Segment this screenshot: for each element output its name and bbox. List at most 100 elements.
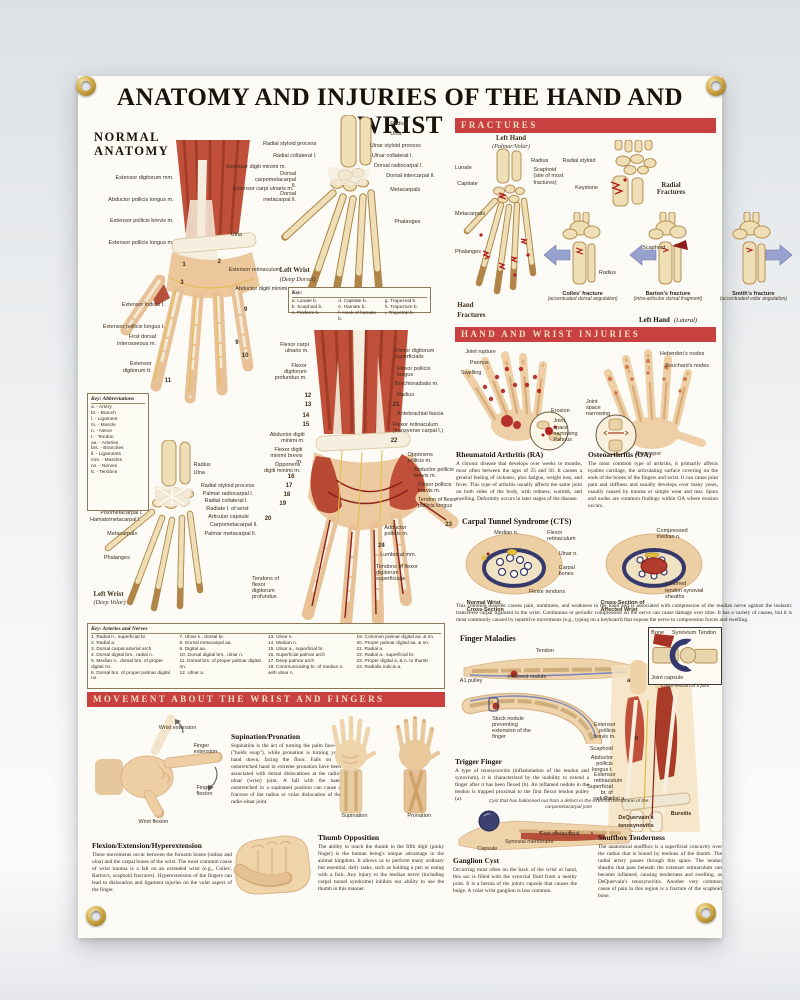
artery-nerve-item: 10. Dorsal digital brs., ulnar n. [179, 652, 244, 658]
anatomy-label: 21 [392, 402, 400, 408]
anatomy-label: 15 [302, 421, 310, 428]
trigger-finger-heading: Trigger Finger [455, 757, 502, 766]
oa-paragraph: The most common type of arthritis, it pr… [588, 461, 718, 510]
bone-key-item: h. Trapezium b. [384, 304, 418, 310]
abbreviation-item: a. - Artery [91, 404, 112, 410]
supination-pronation-section: Supination/Pronation Supination is the a… [231, 732, 341, 806]
fist-illustration [233, 835, 311, 895]
artery-nerve-item: 6. Dorsal brs. of proper palmar digital … [91, 670, 170, 682]
cts-normal-illustration [465, 533, 563, 595]
radial-fractures-illustration [610, 140, 657, 207]
lateral-fractures-illustration [543, 212, 793, 285]
thumb-opposition-section: Thumb Opposition The ability to touch th… [318, 833, 444, 893]
anatomy-label: Abductor pollicis brevis m. [413, 466, 454, 479]
panel-cts-affected: Compressed median n.Inflamed tendon syno… [598, 528, 720, 620]
bone-key-item: a. Lunate b. [291, 298, 318, 304]
artery-nerve-item: 11. Dorsal brs. of proper palmar digital… [179, 658, 261, 670]
artery-nerve-item: 15. Ulnar a., superficial br. [268, 646, 324, 652]
anatomy-label: Dorsal intercarpal ll. [386, 173, 435, 179]
anatomy-label: 3 [180, 280, 184, 287]
anatomy-label: Supination [341, 813, 368, 820]
bone-key-item: c. Pisiform b. [291, 310, 320, 316]
anatomy-label: 10 [241, 353, 249, 360]
bone-key-item: b. Scaphoid b. [291, 304, 323, 310]
oa-hand-illustration [595, 349, 706, 456]
anatomy-label: 1 [182, 261, 186, 268]
anatomy-label: Hand [457, 302, 474, 310]
anatomy-label: Wrist extension [158, 725, 197, 731]
anatomy-label: Dorsal radiocarpal l. [373, 163, 423, 169]
bone-key-item: i. Triquetral b. [384, 310, 414, 316]
anatomy-label: Left Wrist [279, 267, 310, 274]
anatomy-label: a [627, 678, 631, 684]
hand-fractures-illustration [463, 148, 537, 295]
anatomy-label: Synovial membrane [504, 839, 554, 846]
anatomy-label: Cross-Section [466, 607, 504, 614]
anatomy-label: 2 [217, 258, 221, 265]
anatomy-label: Antebrachial fascia [397, 411, 444, 417]
anatomy-label: Extensor pollicis longus m. [108, 239, 174, 246]
abbreviation-item: l. - Ligament [91, 416, 118, 422]
anatomy-label: (Deep Dorsal) [279, 276, 316, 283]
anatomy-label: Flexor carpi ulnaris m. [280, 342, 309, 355]
artery-nerve-item: 16. Superficial palmar arch [268, 652, 326, 658]
ganglion-note: Cyst that has ballooned out from a defec… [488, 799, 649, 810]
finger-maladies-illustration [461, 657, 640, 744]
ra-heading: Rheumatoid Arthritis (RA) [456, 450, 544, 459]
anatomy-label: Extensor pollicis longus t. [102, 323, 165, 330]
anatomy-label: Cross-Section of [600, 599, 645, 606]
supination-pronation-illustration [331, 715, 441, 814]
anatomy-label: Radial styloid [562, 157, 596, 164]
bartons-caption: Barton's fracture (intra-articular dorsa… [633, 291, 703, 303]
anatomy-label: Abductor pollicis longus t. [590, 754, 613, 773]
joint-cross-section-illustration [652, 633, 718, 672]
anatomy-label: Ulna [230, 231, 243, 238]
lateral-hand-caption: Left Hand (Lateral) [639, 316, 697, 324]
anatomy-label: Swelling [460, 370, 482, 377]
anatomy-label: Ulna [390, 131, 402, 137]
anatomy-label: Normal Wrist [466, 599, 501, 606]
anatomy-label: Flexor tendons [528, 588, 566, 595]
artery-nerve-item: 5. Median n., dorsal brs. of proper digi… [91, 658, 163, 670]
anatomy-label: 23 [445, 522, 452, 528]
ra-paragraph: A chronic disease that develops over wee… [456, 461, 582, 503]
artery-nerve-item: 20. Proper palmar digital aa. & nn. [356, 640, 430, 646]
panel-volar-deep: Flexor carpi ulnaris m.Flexor digitorum … [250, 330, 460, 630]
artery-nerve-item: 4. Dorsal digital brs., radial n. [91, 652, 154, 658]
anatomy-label: Radial [661, 182, 681, 190]
anatomy-label: 22 [390, 438, 398, 444]
abbreviation-item: ll. - Ligaments [91, 452, 121, 458]
anatomy-label: First dorsal interosseous m. [117, 334, 156, 347]
artery-nerve-item: 8. Dorsal metacarpal aa. [179, 640, 232, 646]
anatomy-label: Abductor digiti minimi m. [269, 432, 305, 445]
anatomy-label: 9 [244, 307, 248, 314]
panel-dorsal-muscles: Extensor digitorum mm.Abductor pollicis … [90, 140, 310, 410]
anatomy-label: Radial styloid process [263, 141, 317, 147]
snuffbox-heading: Snuffbox Tenderness [598, 833, 665, 842]
finger-maladies-heading: Finger Maladies [460, 634, 516, 643]
ganglion-section: Ganglion Cyst Occurring most often on th… [453, 856, 577, 895]
artery-nerve-item: 7. Ulnar n., dorsal br. [179, 634, 225, 640]
anatomy-poster: ANATOMY AND INJURIES OF THE HAND AND WRI… [78, 76, 793, 938]
anatomy-label: Joint space narrowing [586, 398, 611, 417]
grommet-top-right [706, 76, 726, 96]
anatomy-label: Ulnar styloid process [369, 143, 421, 149]
bone-key-item: f. Hook of hamate b. [338, 310, 377, 322]
ra-text-section: Rheumatoid Arthritis (RA) A chronic dise… [456, 450, 582, 503]
anatomy-label: Pannus [553, 437, 573, 444]
injuries-header: HAND AND WRIST INJURIES [455, 327, 716, 342]
anatomy-label: Scaphoid [642, 244, 666, 251]
anatomy-label: Wrist flexion [138, 818, 169, 825]
supination-pronation-heading: Supination/Pronation [231, 732, 301, 741]
ra-hand-illustration [463, 351, 569, 451]
anatomy-label: 12 [304, 393, 312, 399]
anatomy-label: 19 [279, 501, 287, 507]
anatomy-label: Palmar metacarpal ll. [204, 531, 257, 538]
anatomy-label: Radial collateral l. [204, 498, 248, 505]
anatomy-label: Erosion [551, 407, 570, 414]
